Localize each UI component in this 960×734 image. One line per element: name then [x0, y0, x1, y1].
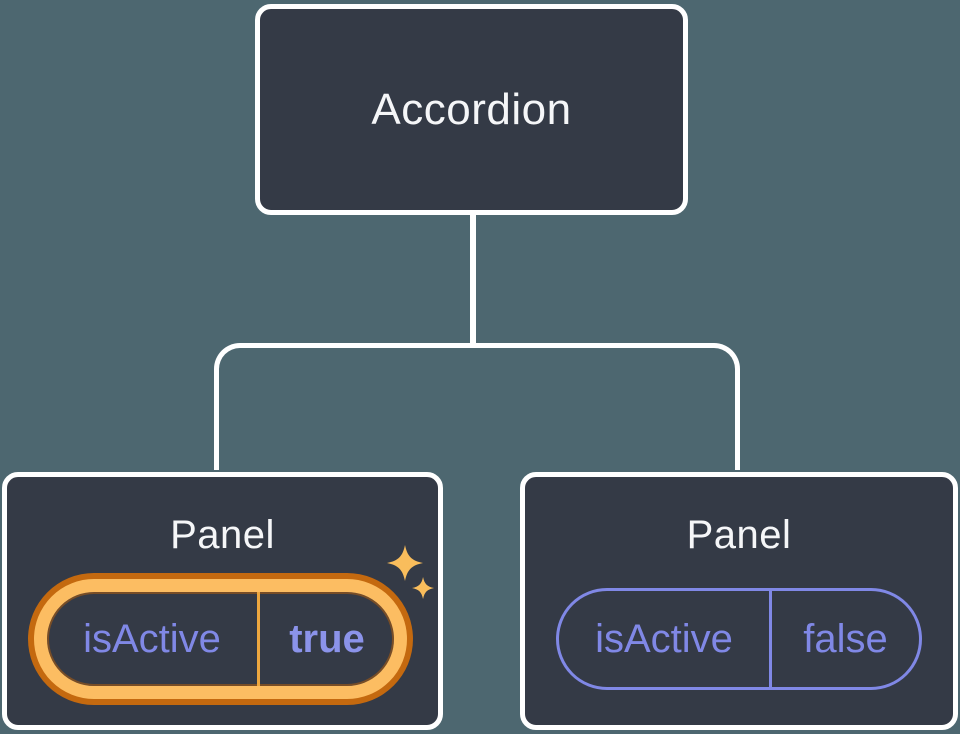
panel-title: Panel — [686, 513, 792, 557]
connector-bracket — [214, 343, 740, 470]
accordion-node: Accordion — [255, 4, 688, 215]
pill-divider — [769, 591, 772, 687]
sparkle-icon — [387, 545, 435, 599]
prop-pill-active: isActive true — [34, 579, 407, 699]
panel-node-inactive: Panel isActive false — [520, 472, 958, 730]
prop-name: isActive — [83, 616, 221, 661]
panel-title: Panel — [170, 513, 275, 557]
prop-name: isActive — [595, 616, 733, 661]
prop-value: true — [289, 616, 365, 661]
panel-node-active: Panel isActive true — [2, 472, 443, 730]
connector-stem — [470, 213, 476, 346]
prop-pill-inactive: isActive false — [556, 588, 922, 690]
prop-value: false — [803, 616, 888, 661]
accordion-node-title: Accordion — [371, 84, 572, 134]
pill-divider — [257, 592, 260, 686]
